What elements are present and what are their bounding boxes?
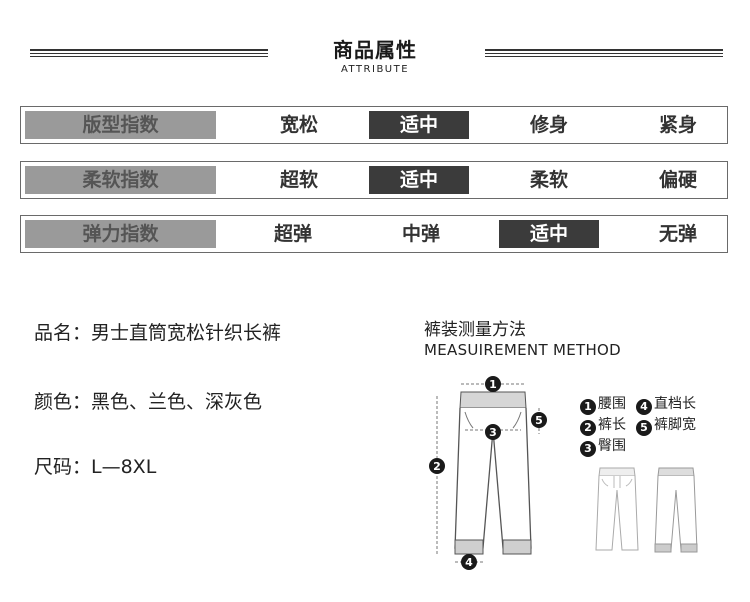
legend-text: 臀围 (598, 438, 626, 454)
rating-label: 弹力指数 (25, 220, 216, 248)
measure-title: 裤装测量方法 (424, 320, 526, 340)
rating-option: 偏硬 (658, 169, 697, 191)
number-badge-icon: 1 (580, 399, 596, 415)
svg-text:1: 1 (489, 378, 497, 391)
product-name: 品名：男士直筒宽松针织长裤 (34, 322, 282, 344)
rating-option: 修身 (529, 114, 568, 136)
rating-option-selected: 适中 (499, 220, 599, 248)
pants-back-sketch (654, 467, 698, 553)
rating-option: 中弹 (401, 223, 440, 245)
product-sizes: 尺码：L—8XL (34, 456, 157, 478)
rating-label: 版型指数 (25, 111, 216, 139)
svg-text:2: 2 (433, 460, 441, 473)
rating-option: 紧身 (658, 114, 697, 136)
rating-option-selected: 适中 (369, 166, 469, 194)
rating-option: 超弹 (273, 223, 312, 245)
header-rule-right (485, 49, 723, 61)
rating-option: 宽松 (279, 114, 318, 136)
number-badge-icon: 4 (636, 399, 652, 415)
legend-text: 裤脚宽 (654, 417, 696, 433)
svg-text:4: 4 (465, 556, 473, 569)
number-badge-icon: 2 (580, 420, 596, 436)
pants-measure-diagram: 1 2 3 4 5 (429, 376, 547, 570)
number-badge-icon: 3 (580, 441, 596, 457)
rating-option: 柔软 (529, 169, 568, 191)
rating-label: 柔软指数 (25, 166, 216, 194)
rating-row-elasticity: 弹力指数 超弹 中弹 适中 无弹 (20, 215, 728, 253)
legend-text: 腰围 (598, 396, 626, 412)
number-badge-icon: 5 (636, 420, 652, 436)
svg-text:5: 5 (535, 414, 543, 427)
legend-text: 裤长 (598, 417, 626, 433)
rating-row-softness: 柔软指数 超软 适中 柔软 偏硬 (20, 161, 728, 199)
pants-front-sketch (595, 467, 639, 551)
section-title: 商品属性 (333, 38, 417, 62)
rating-option: 无弹 (658, 223, 697, 245)
rating-option: 超软 (279, 169, 318, 191)
legend-text: 直档长 (654, 396, 696, 412)
measure-subtitle: MEASUIREMENT METHOD (424, 341, 621, 359)
header-rule-left (30, 49, 268, 61)
product-colors: 颜色：黑色、兰色、深灰色 (34, 391, 263, 413)
rating-row-fit: 版型指数 宽松 适中 修身 紧身 (20, 106, 728, 144)
rating-option-selected: 适中 (369, 111, 469, 139)
svg-text:3: 3 (489, 426, 497, 439)
section-subtitle: ATTRIBUTE (340, 64, 410, 75)
